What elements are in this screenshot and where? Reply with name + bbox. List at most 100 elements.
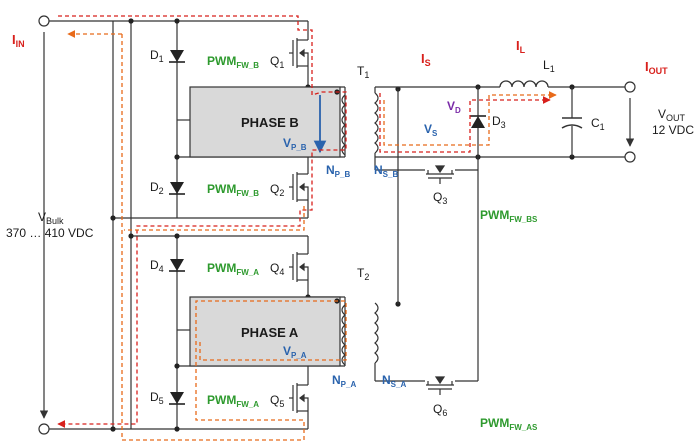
- svg-text:IS: IS: [421, 51, 431, 68]
- d5-label: D: [150, 390, 159, 404]
- v-out-sub: OUT: [666, 113, 686, 123]
- svg-text:Q2: Q2: [270, 182, 284, 198]
- v-d-sub: D: [455, 106, 461, 115]
- i-l-sub: L: [520, 45, 526, 55]
- svg-text:PWMFW_B: PWMFW_B: [207, 182, 259, 198]
- q4-label: Q: [270, 261, 279, 275]
- t1-sub: 1: [364, 70, 369, 80]
- v-d-label: V: [447, 99, 455, 113]
- v-p-b-sub: P_B: [291, 143, 307, 152]
- svg-text:Q3: Q3: [433, 190, 447, 206]
- v-s-label: V: [424, 122, 432, 136]
- diode-d4: [169, 259, 185, 272]
- svg-text:PWMFW_A: PWMFW_A: [207, 261, 259, 277]
- v-bulk-label: V: [38, 210, 46, 224]
- c1-sub: 1: [600, 122, 605, 132]
- d1-label: D: [150, 48, 159, 62]
- d2-label: D: [150, 180, 159, 194]
- i-s-label: I: [421, 51, 425, 66]
- svg-text:VP_A: VP_A: [283, 344, 307, 360]
- phase-a-label: PHASE A: [241, 325, 299, 340]
- svg-text:NP_A: NP_A: [332, 373, 356, 389]
- diode-d1: [169, 50, 185, 63]
- i-out-label: I: [645, 59, 649, 74]
- svg-text:NS_A: NS_A: [382, 373, 406, 389]
- diode-d5: [169, 392, 185, 405]
- q4-sub: 4: [279, 267, 284, 277]
- svg-text:PWMFW_A: PWMFW_A: [207, 393, 259, 409]
- mosfet-q6: [426, 376, 454, 395]
- svg-text:D1: D1: [150, 48, 164, 64]
- pwm-fw-a-top-label: PWM: [207, 261, 236, 275]
- q3-sub: 3: [442, 196, 447, 206]
- c1-label: C: [591, 116, 600, 130]
- junction-dots: [110, 18, 311, 432]
- phase-b-label: PHASE B: [241, 115, 299, 130]
- v-out-value: 12 VDC: [652, 123, 694, 137]
- q5-label: Q: [270, 393, 279, 407]
- d4-label: D: [150, 258, 159, 272]
- svg-text:Q5: Q5: [270, 393, 284, 409]
- v-p-b-label: V: [283, 136, 291, 150]
- i-in-sub: IN: [16, 39, 25, 49]
- q2-sub: 2: [279, 188, 284, 198]
- l1-sub: 1: [550, 64, 555, 74]
- pwm-fw-a-top-sub: FW_A: [236, 268, 259, 277]
- q1-sub: 1: [279, 60, 284, 70]
- pwm-fw-b-bottom-sub: FW_B: [236, 189, 259, 198]
- pwm-fw-bs-label: PWM: [480, 208, 509, 222]
- d3-label: D: [492, 114, 501, 128]
- input-terminal-top: [38, 15, 50, 27]
- svg-text:Q4: Q4: [270, 261, 284, 277]
- svg-text:D2: D2: [150, 180, 164, 196]
- diode-d2: [169, 182, 185, 195]
- n-s-a-label: N: [382, 373, 391, 387]
- svg-text:VS: VS: [424, 122, 438, 138]
- v-bulk-range: 370 … 410 VDC: [6, 226, 94, 240]
- svg-text:IL: IL: [516, 38, 526, 55]
- secondary-wiring: [374, 80, 636, 382]
- d5-sub: 5: [159, 396, 164, 406]
- svg-text:PWMFW_BS: PWMFW_BS: [480, 208, 538, 224]
- svg-text:IOUT: IOUT: [645, 59, 668, 76]
- i-out-sub: OUT: [649, 66, 669, 76]
- mosfet-q4: [289, 250, 309, 283]
- i-s-sub: S: [425, 58, 431, 68]
- svg-text:IIN: IIN: [12, 32, 25, 49]
- phase-b-block: [189, 86, 346, 158]
- input-terminal-bottom: [38, 423, 50, 435]
- q6-label: Q: [433, 402, 442, 416]
- svg-text:T2: T2: [357, 266, 369, 282]
- n-p-a-sub: P_A: [341, 380, 357, 389]
- d2-sub: 2: [159, 186, 164, 196]
- t2-sub: 2: [364, 272, 369, 282]
- pwm-fw-b-bottom-label: PWM: [207, 182, 236, 196]
- q5-sub: 5: [279, 399, 284, 409]
- pwm-fw-b-top-label: PWM: [207, 54, 236, 68]
- svg-text:D5: D5: [150, 390, 164, 406]
- v-p-a-sub: P_A: [291, 351, 307, 360]
- mosfet-q3: [426, 165, 454, 184]
- n-s-a-sub: S_A: [391, 380, 407, 389]
- q3-label: Q: [433, 190, 442, 204]
- svg-text:T1: T1: [357, 64, 369, 80]
- n-p-b-label: N: [326, 163, 335, 177]
- n-s-b-label: N: [374, 163, 383, 177]
- q6-sub: 6: [442, 408, 447, 418]
- svg-text:NS_B: NS_B: [374, 163, 398, 179]
- n-p-a-label: N: [332, 373, 341, 387]
- i-l-label: I: [516, 38, 520, 53]
- svg-text:VP_B: VP_B: [283, 136, 307, 152]
- svg-text:D3: D3: [492, 114, 506, 130]
- svg-text:Q1: Q1: [270, 54, 284, 70]
- current-path-red: [57, 15, 551, 428]
- pwm-fw-a-bottom-sub: FW_A: [236, 400, 259, 409]
- l1-label: L: [543, 58, 550, 72]
- svg-text:PWMFW_B: PWMFW_B: [207, 54, 259, 70]
- n-s-b-sub: S_B: [383, 170, 399, 179]
- pwm-fw-as-sub: FW_AS: [509, 423, 538, 432]
- svg-text:PWMFW_AS: PWMFW_AS: [480, 416, 538, 432]
- pwm-fw-b-top-sub: FW_B: [236, 61, 259, 70]
- svg-text:VOUT: VOUT: [658, 107, 686, 123]
